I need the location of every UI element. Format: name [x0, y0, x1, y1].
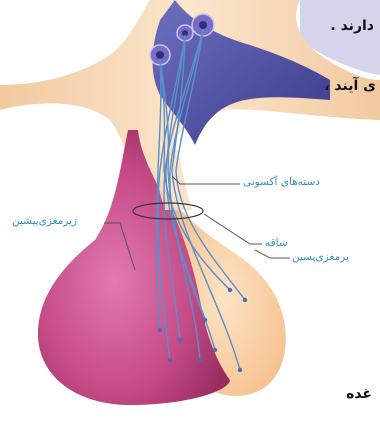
page-text-line-3: غده — [346, 386, 372, 402]
page-text-line-1: دارند . — [330, 18, 374, 34]
label-axon-bundles: دسته‌های آکسونی — [243, 176, 320, 188]
label-stalk: ساقه — [265, 237, 288, 249]
label-posterior-pituitary: یرمغزی‌پسین — [292, 251, 349, 263]
label-anterior-pituitary: زیرمغزی‌پیشین — [12, 215, 77, 227]
page-text-line-2: ی آیند ، — [324, 78, 376, 94]
